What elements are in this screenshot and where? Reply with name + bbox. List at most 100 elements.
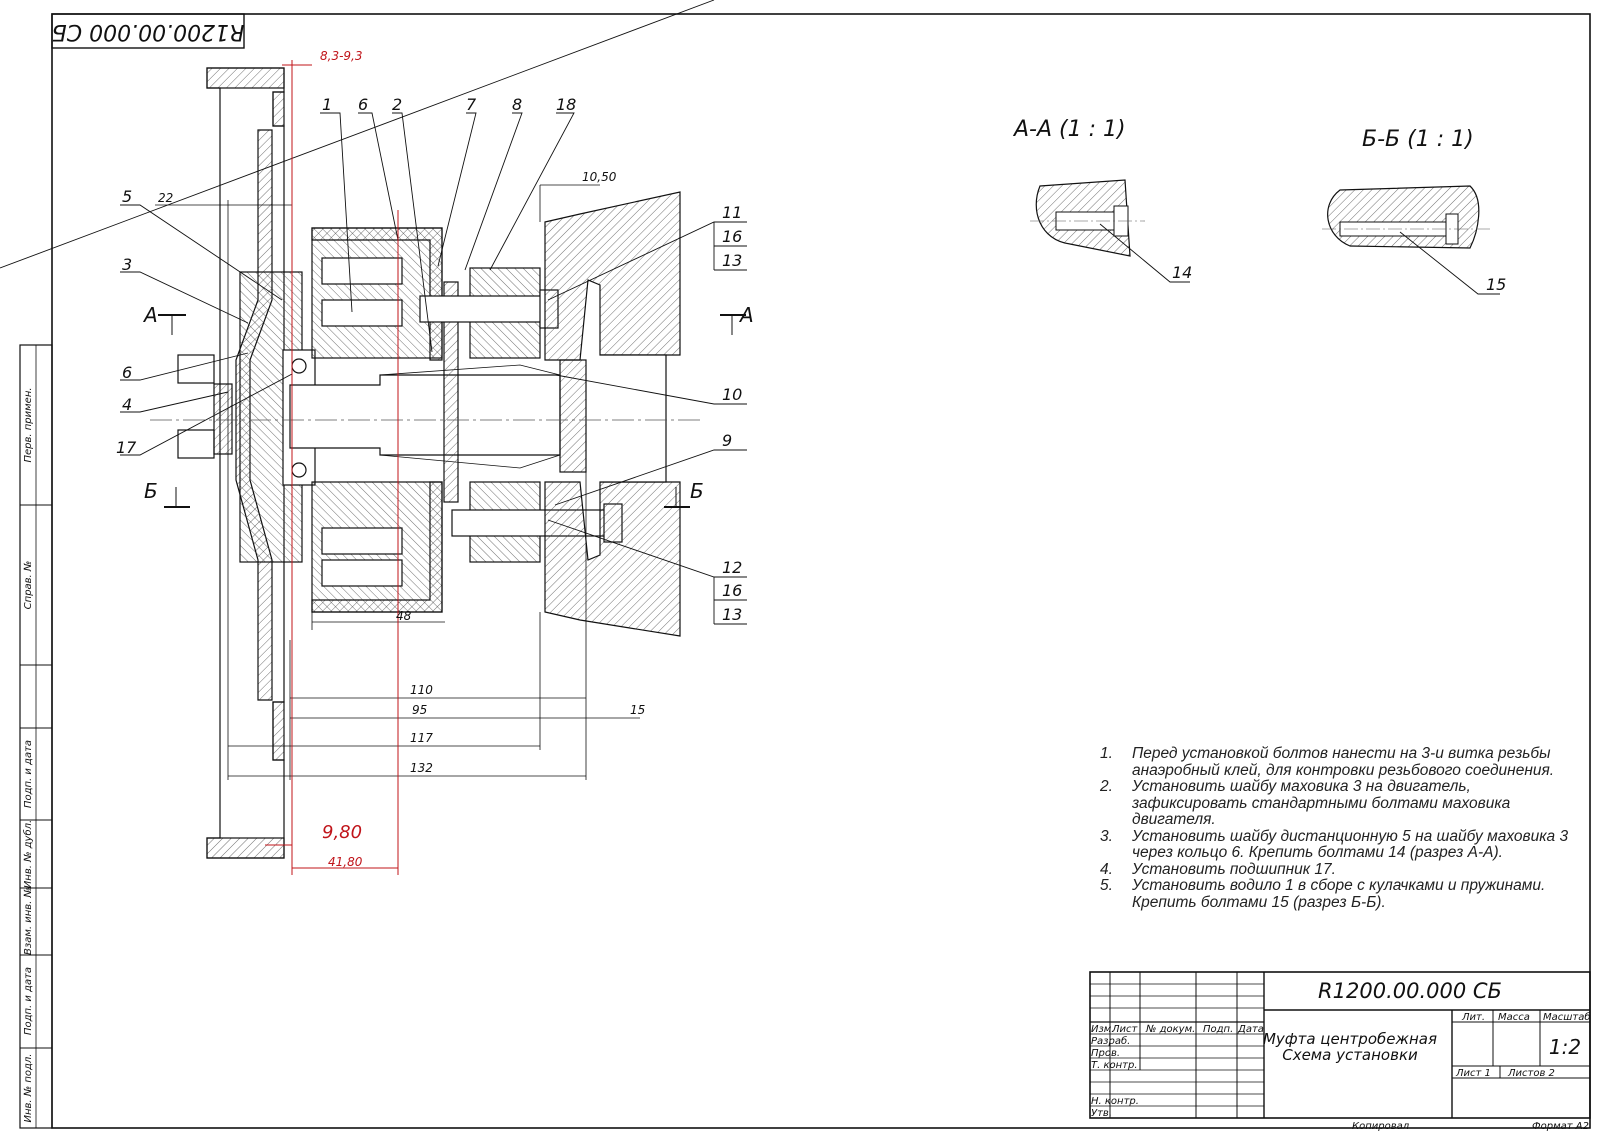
- dim-1050: 10,50: [582, 170, 617, 184]
- callouts: 1 6 2 7 8 18 5 3 6 4 17 11 16 13 10 9 12…: [116, 95, 742, 624]
- callout-10: 10: [722, 385, 742, 404]
- note-item: 1. Перед установкой болтов нанести на 3-и…: [1100, 745, 1580, 779]
- tb-row-prov: Пров.: [1091, 1048, 1120, 1059]
- tb-row-razrab: Разраб.: [1091, 1035, 1130, 1047]
- tb-col-doc: № докум.: [1145, 1024, 1195, 1035]
- tb-row-tkontr: Т. контр.: [1091, 1060, 1138, 1071]
- top-stamp: R1200.00.000 СБ: [51, 13, 245, 49]
- tb-format: Формат А2: [1532, 1121, 1589, 1132]
- section-mark-b-left: Б: [144, 479, 158, 503]
- shaft-10: [289, 374, 561, 456]
- tb-sheet: Лист 1: [1455, 1068, 1491, 1079]
- side-label-podp2: Подп. и дата: [23, 967, 34, 1035]
- note-item: 4. Установить подшипник 17.: [1100, 860, 1580, 879]
- note-item: 5. Установить водило 1 в сборе с кулачкам…: [1100, 877, 1580, 911]
- section-b-b: Б-Б (1 : 1) 15: [1322, 127, 1506, 295]
- side-label-podl: Инв. № подл.: [23, 1054, 34, 1123]
- section-mark-b-right: Б: [690, 479, 704, 503]
- dimension-values: 8,3-9,3 22 10,50 48 110 95 15 117 132 9,…: [158, 49, 645, 869]
- dim-15: 15: [630, 703, 645, 717]
- dimension-lines: [155, 184, 640, 780]
- tb-name-1: Муфта центробежная: [1263, 1030, 1437, 1048]
- callout-6-top: 6: [358, 95, 368, 114]
- dim-110: 110: [410, 683, 433, 697]
- side-label-vzam: Взам. инв. №: [23, 887, 34, 955]
- dim-980: 9,80: [322, 822, 362, 843]
- callout-5: 5: [122, 187, 132, 206]
- callout-3: 3: [122, 255, 132, 274]
- carrier-1-top: [311, 227, 443, 359]
- dim-117: 117: [410, 731, 433, 745]
- note-number: 4.: [1100, 860, 1113, 878]
- callout-12: 12: [722, 558, 742, 577]
- callout-7: 7: [466, 95, 477, 114]
- tb-row-utv: Утв.: [1091, 1108, 1112, 1119]
- tb-sheets: Листов 2: [1507, 1068, 1555, 1079]
- section-a-title: А-А (1 : 1): [1012, 117, 1126, 142]
- section-b-title: Б-Б (1 : 1): [1362, 127, 1474, 152]
- tb-massa: Масса: [1498, 1012, 1530, 1023]
- section-marks: [158, 314, 746, 508]
- note-number: 2.: [1100, 778, 1113, 795]
- bolt-11: [419, 295, 551, 323]
- note-text: Установить подшипник 17.: [1132, 860, 1336, 878]
- note-text: Установить водило 1 в сборе с кулачками …: [1132, 877, 1546, 911]
- callout-8: 8: [512, 95, 522, 114]
- note-item: 3. Установить шайбу дистанционную 5 на ша…: [1100, 827, 1580, 862]
- side-strip: Перв. примен. Справ. № Подп. и дата Инв.…: [19, 344, 53, 1129]
- note-number: 3.: [1100, 827, 1113, 845]
- tb-col-list: Лист: [1111, 1024, 1139, 1035]
- section-mark-a-right: А: [738, 303, 754, 327]
- title-block: [1089, 971, 1591, 1119]
- callout-11: 11: [722, 203, 742, 222]
- bolt-12: [451, 509, 613, 537]
- callout-13-top: 13: [722, 251, 742, 270]
- engine-housing: [544, 191, 681, 361]
- dim-95: 95: [412, 703, 427, 717]
- side-label-sprav: Справ. №: [23, 561, 34, 610]
- callout-1: 1: [322, 95, 332, 114]
- callout-6-left: 6: [122, 363, 132, 382]
- dim-22: 22: [158, 191, 173, 205]
- tb-code: R1200.00.000 СБ: [1318, 979, 1502, 1003]
- section-b-callout: 15: [1486, 275, 1506, 294]
- note-text: Перед установкой болтов нанести на 3-и в…: [1132, 745, 1555, 779]
- side-label-dubl: Инв. № дубл.: [22, 820, 34, 888]
- note-text: Установить шайбу дистанционную 5 на шайб…: [1132, 827, 1569, 861]
- callout-16-bottom: 16: [722, 581, 742, 600]
- dim-4180: 41,80: [328, 855, 363, 869]
- tb-masshtab: Масштаб: [1543, 1011, 1591, 1023]
- callout-17: 17: [116, 438, 137, 457]
- dim-132: 132: [410, 761, 433, 775]
- callout-16-top: 16: [722, 227, 742, 246]
- callout-2: 2: [392, 95, 402, 114]
- side-label-perv: Перв. примен.: [23, 387, 34, 462]
- tb-name-2: Схема установки: [1282, 1046, 1418, 1064]
- callout-18: 18: [556, 95, 576, 114]
- tb-lit: Лит.: [1461, 1012, 1485, 1023]
- callout-4: 4: [122, 395, 132, 414]
- tb-col-podp: Подп.: [1203, 1024, 1233, 1035]
- tb-copied: Копировал: [1352, 1121, 1410, 1132]
- dim-8393: 8,3-9,3: [320, 49, 363, 63]
- assembly-view: [150, 67, 700, 859]
- tb-row-nkontr: Н. контр.: [1091, 1096, 1139, 1107]
- tb-col-date: Дата: [1237, 1024, 1264, 1035]
- section-a-callout: 14: [1172, 263, 1192, 282]
- tb-col-izm: Изм.: [1091, 1024, 1115, 1035]
- note-text: Установить шайбу маховика 3 на двигатель…: [1132, 778, 1511, 828]
- note-number: 1.: [1100, 745, 1113, 762]
- section-a-a: А-А (1 : 1) 14: [1012, 117, 1192, 283]
- dim-48: 48: [396, 609, 412, 623]
- section-mark-a-left: А: [142, 303, 158, 327]
- red-dimensions: [265, 60, 399, 875]
- note-number: 5.: [1100, 877, 1113, 894]
- tb-scale: 1:2: [1549, 1035, 1581, 1059]
- note-item: 2. Установить шайбу маховика 3 на двигате…: [1100, 778, 1580, 829]
- callout-9: 9: [722, 431, 732, 450]
- top-stamp-code: R1200.00.000 СБ: [52, 19, 245, 44]
- side-label-podp1: Подп. и дата: [23, 740, 34, 808]
- leader-lines: [0, 0, 747, 625]
- callout-13-bottom: 13: [722, 605, 742, 624]
